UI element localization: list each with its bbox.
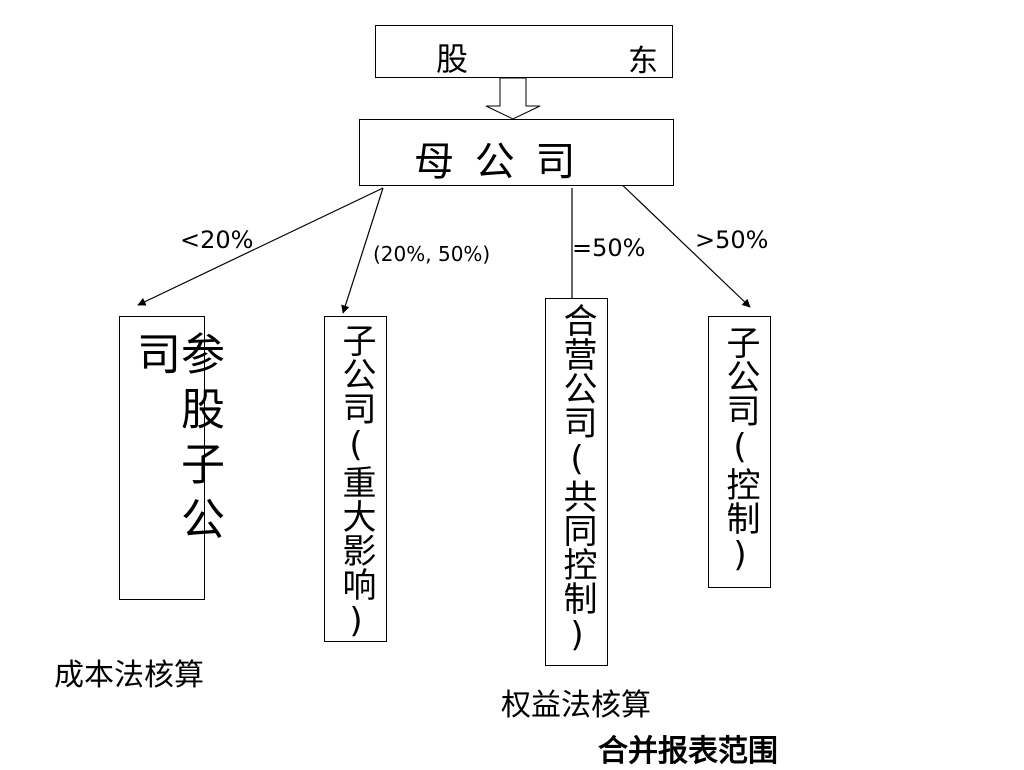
- significant-influence-box: 子公司(重大影响): [324, 316, 387, 642]
- edge-label-gt50: >50%: [695, 226, 769, 254]
- significant-influence-label: 子公司(重大影响): [336, 323, 376, 641]
- associate-company-box: 参股子公司: [119, 316, 224, 600]
- joint-venture-label: 合营公司(共同控制): [557, 303, 597, 655]
- edge-label-lt20: <20%: [180, 226, 254, 254]
- cost-method-note: 成本法核算: [54, 658, 204, 693]
- controlled-subsidiary-box: 子公司(控制): [708, 316, 771, 588]
- down-block-arrow: [485, 77, 541, 120]
- arrow-to-control: [614, 177, 751, 308]
- associate-company-label: 参股子公司: [129, 331, 224, 551]
- parent-company-label: 母 公 司: [414, 139, 580, 185]
- edge-label-eq50: =50%: [572, 234, 646, 262]
- arrow-to-significant: [341, 187, 384, 314]
- edge-label-range: (20%, 50%): [373, 242, 491, 266]
- shareholder-char-2: 东: [628, 44, 658, 79]
- joint-venture-box: 合营公司(共同控制): [545, 298, 608, 666]
- consolidation-scope-note: 合并报表范围: [598, 734, 778, 769]
- equity-method-note: 权益法核算: [501, 688, 651, 723]
- shareholder-char-1: 股: [436, 40, 469, 78]
- controlled-subsidiary-label: 子公司(控制): [720, 325, 760, 575]
- shareholder-box: 股 东: [375, 25, 673, 79]
- parent-company-box: 母 公 司: [359, 119, 674, 186]
- arrow-to-associate: [137, 187, 384, 306]
